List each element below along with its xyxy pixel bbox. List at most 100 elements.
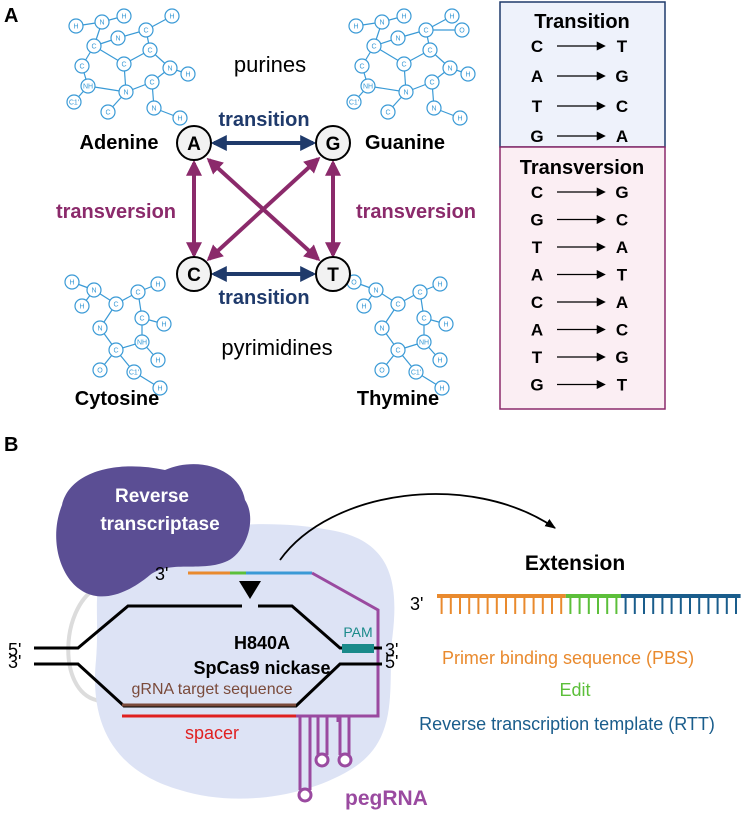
atom-label: C	[113, 302, 118, 309]
extension-3prime-label: 3'	[410, 594, 423, 614]
atom-icon	[116, 8, 132, 24]
cas9-label-line1: H840A	[234, 633, 290, 653]
atom-icon	[138, 22, 154, 38]
atom-icon	[374, 362, 390, 378]
atom-label: C	[385, 110, 390, 117]
atom-label: H	[155, 282, 160, 289]
atom-label: H	[437, 282, 442, 289]
atom-label: H	[361, 304, 366, 311]
atom-label: C	[139, 316, 144, 323]
transition-from: G	[530, 127, 543, 146]
atom-label: C	[149, 80, 154, 87]
atom-icon	[396, 56, 412, 72]
transversion-to: A	[616, 238, 628, 257]
atom-label: H	[161, 322, 166, 329]
atom-label: C	[79, 64, 84, 71]
atom-label: O	[459, 28, 465, 35]
atom-icon	[442, 60, 458, 76]
atom-label: N	[447, 66, 452, 73]
edit-label: Edit	[559, 680, 590, 700]
atom-label: N	[167, 66, 172, 73]
base-node-c: C	[176, 256, 212, 292]
transversion-to: C	[616, 211, 628, 230]
atom-label: H	[177, 116, 182, 123]
atom-label: H	[443, 322, 448, 329]
atom-icon	[74, 298, 90, 314]
atom-icon	[418, 22, 434, 38]
extension-strand	[437, 594, 741, 614]
extension-title: Extension	[525, 552, 625, 575]
base-node-g: G	[315, 125, 351, 161]
transversion-to: A	[616, 293, 628, 312]
atom-icon	[374, 14, 390, 30]
atom-label: NH	[137, 340, 147, 347]
cas9-label-line2: SpCas9 nickase	[193, 658, 330, 678]
atom-icon	[416, 334, 432, 350]
atom-label: H	[157, 386, 162, 393]
base-letter-t: T	[327, 265, 339, 286]
atom-icon	[156, 316, 172, 332]
pam-label: PAM	[343, 624, 372, 640]
atom-icon	[86, 38, 102, 54]
atom-label: C	[421, 316, 426, 323]
atom-label: H	[79, 304, 84, 311]
atom-label: O	[97, 368, 103, 375]
transversion-from: G	[530, 211, 543, 230]
nick-marker-icon	[239, 581, 261, 599]
atom-icon	[346, 94, 362, 110]
top-3prime-label: 3'	[155, 564, 168, 584]
pyrimidines-label: pyrimidines	[221, 335, 332, 360]
right-5prime-label: 5'	[385, 652, 398, 672]
atom-label: H	[401, 14, 406, 21]
atom-icon	[412, 284, 428, 300]
atom-icon	[134, 310, 150, 326]
atom-label: H	[449, 14, 454, 21]
transversion-from: A	[531, 266, 543, 285]
atom-label: N	[379, 20, 384, 27]
atom-label: C1'	[69, 100, 79, 107]
atom-icon	[64, 274, 80, 290]
rt-label-line2: transcriptase	[100, 514, 219, 535]
transition-arrows	[210, 135, 317, 282]
atom-label: N	[379, 326, 384, 333]
rtt-label: Reverse transcription template (RTT)	[419, 714, 715, 734]
atom-icon	[368, 282, 384, 298]
transition-table-title: Transition	[534, 11, 630, 33]
atom-label: C	[105, 110, 110, 117]
atom-icon	[434, 380, 450, 396]
atom-label: N	[123, 90, 128, 97]
atom-label: C	[143, 28, 148, 35]
atom-label: H	[353, 24, 358, 31]
atom-label: H	[457, 116, 462, 123]
atom-icon	[360, 78, 376, 94]
base-letter-c: C	[187, 265, 201, 286]
panel-b-label: B	[4, 434, 18, 456]
atom-icon	[110, 30, 126, 46]
atom-icon	[348, 18, 364, 34]
transversion-from: T	[532, 238, 543, 257]
atom-label: N	[403, 90, 408, 97]
atom-icon	[130, 284, 146, 300]
atom-icon	[460, 66, 476, 82]
transition-bottom-label: transition	[218, 287, 309, 309]
atom-label: N	[115, 36, 120, 43]
left-5prime-label: 5'	[8, 640, 21, 660]
cas9-nickase-shape	[94, 524, 395, 799]
atom-icon	[80, 78, 96, 94]
atom-icon	[118, 84, 134, 100]
thymine-name: Thymine	[357, 388, 439, 410]
atom-icon	[116, 56, 132, 72]
atom-label: H	[439, 386, 444, 393]
atom-icon	[152, 380, 168, 396]
atom-icon	[150, 352, 166, 368]
transversion-to: T	[617, 376, 628, 395]
